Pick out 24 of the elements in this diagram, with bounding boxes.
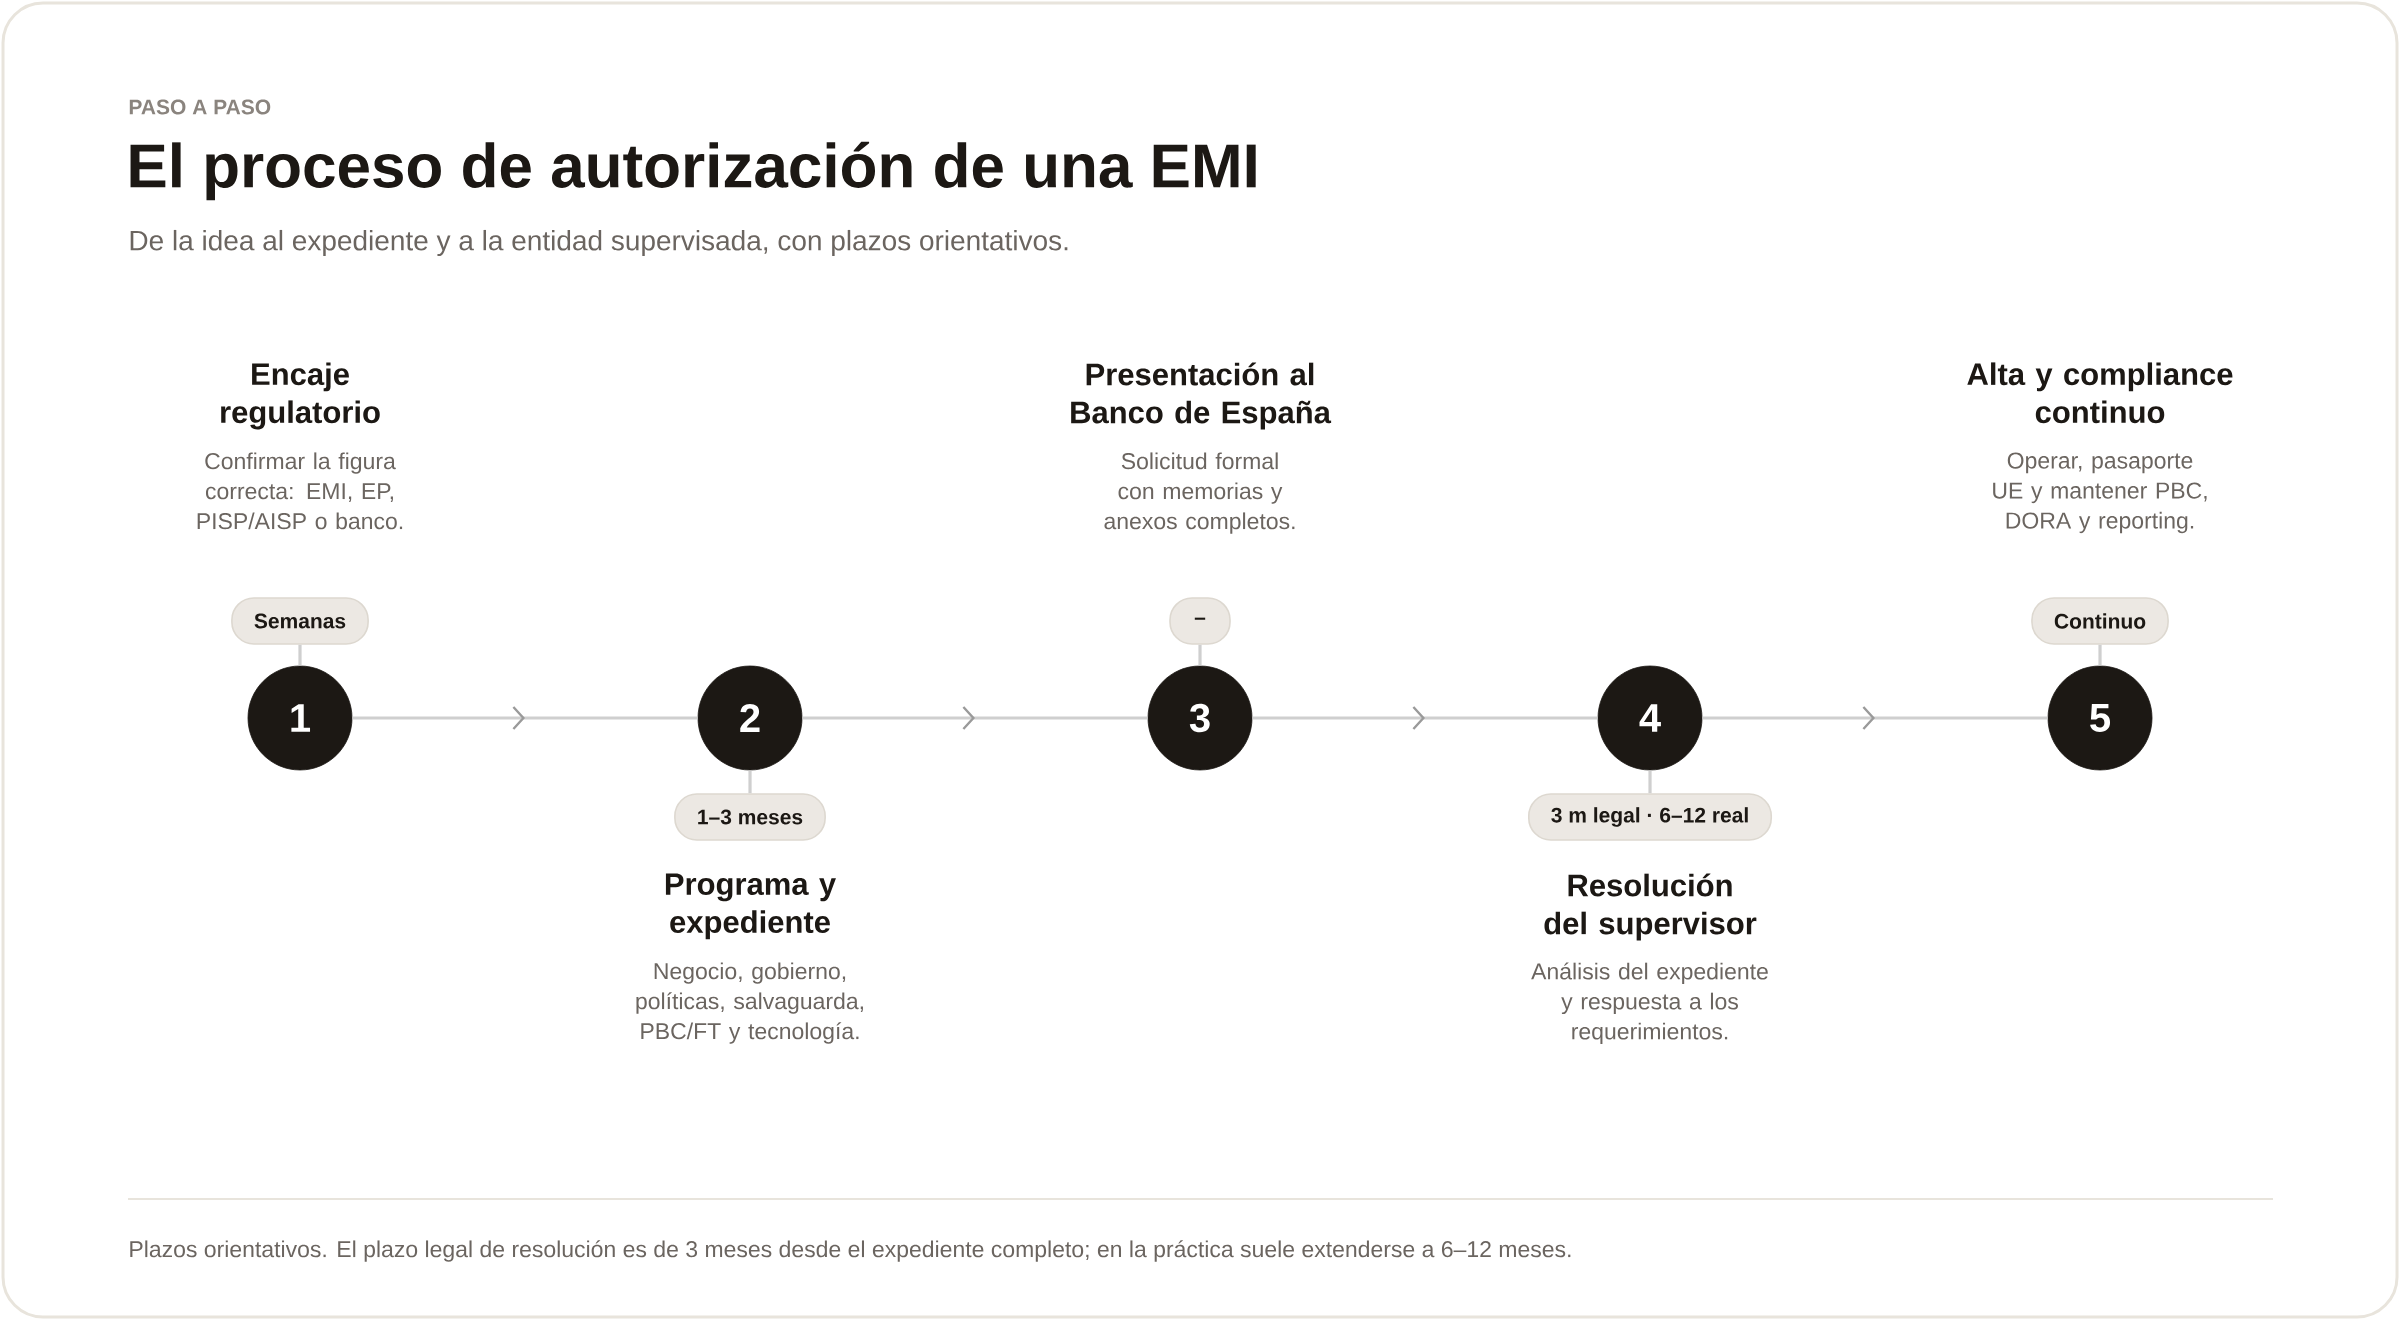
step-title: Alta y compliance continuo bbox=[1967, 362, 2233, 424]
heading: El proceso de autorización de una EMI bbox=[130, 141, 1256, 201]
connector-line bbox=[298, 644, 302, 666]
step-title: Programa y expediente bbox=[665, 873, 836, 940]
duration-pill: Continuo bbox=[2031, 597, 2169, 645]
subtitle: De la idea al expediente y a la entidad supervisada, con plazos orientativos. bbox=[130, 229, 1068, 257]
step-description: Solicitud formal con memorias y anexos completos. bbox=[1104, 452, 1295, 534]
connector-line bbox=[1198, 644, 1202, 666]
step-description: Confirmar la figura correcta: EMI, EP, PISP/AISP o banco. bbox=[197, 452, 403, 530]
connector-line bbox=[1648, 770, 1652, 794]
duration-pill: 1–3 meses bbox=[674, 793, 826, 841]
connector-line bbox=[748, 770, 752, 794]
step-description: Operar, pasaporte UE y mantener PBC, DORA y reporting. bbox=[1993, 452, 2207, 534]
duration-pill: 3 m legal · 6–12 real bbox=[1528, 793, 1773, 841]
step-description: Negocio, gobierno, políticas, salvaguarda, PBC/FT y tecnología. bbox=[636, 962, 863, 1044]
step-title: Encaje regulatorio bbox=[221, 362, 380, 430]
connector-line bbox=[2098, 644, 2102, 666]
kicker-text: PASO A PASO bbox=[129, 99, 271, 115]
duration-pill: Semanas bbox=[231, 597, 369, 645]
step-description: Análisis del expediente y respuesta a los requerimientos. bbox=[1531, 962, 1768, 1045]
step-title: Presentación al Banco de España bbox=[1071, 362, 1332, 430]
footnote: Plazos orientativos. El plazo legal de resolución es de 3 meses desde el expediente completo; en la práctica suele extenderse a 6–12 meses. bbox=[130, 1240, 1571, 1262]
duration-pill: – bbox=[1169, 597, 1231, 645]
step-title: Resolución del supervisor bbox=[1544, 873, 1757, 941]
